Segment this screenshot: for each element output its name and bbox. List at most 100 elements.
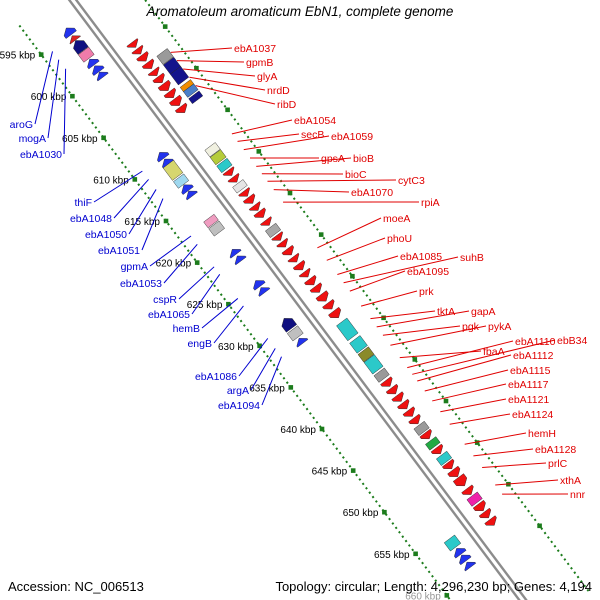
gene-arrow bbox=[168, 94, 182, 106]
gene-glyph bbox=[443, 534, 462, 552]
gene-box bbox=[363, 354, 384, 375]
leader-line-red bbox=[183, 68, 256, 77]
gene-glyph bbox=[298, 267, 311, 278]
ruler-label: 635 kbp bbox=[249, 383, 285, 394]
gene-box bbox=[216, 158, 233, 174]
gene-label-blue: gpmA bbox=[121, 261, 148, 273]
gene-box bbox=[169, 66, 190, 86]
gene-label-blue: mogA bbox=[19, 133, 46, 145]
leader-line-red bbox=[482, 462, 547, 469]
ruler-tick bbox=[225, 107, 230, 113]
gene-arrow bbox=[253, 280, 266, 291]
gene-label-red: rpiA bbox=[421, 197, 440, 209]
ruler-tick bbox=[132, 177, 138, 182]
ruler-tick bbox=[70, 93, 75, 99]
leader-line-blue bbox=[128, 189, 157, 235]
gene-glyph bbox=[162, 159, 184, 181]
page-title: Aromatoleum aromaticum EbN1, complete ge… bbox=[146, 4, 454, 19]
leader-line-red bbox=[231, 119, 293, 135]
gene-glyph bbox=[461, 484, 474, 495]
gene-label-red: ebA1128 bbox=[535, 444, 576, 456]
gene-label-red: ebA1121 bbox=[508, 394, 549, 406]
ruler-label: 630 kbp bbox=[218, 342, 254, 353]
ruler-tick bbox=[350, 468, 356, 473]
gene-label-red: prlC bbox=[548, 458, 568, 470]
gene-label-blue: ebA1051 bbox=[98, 245, 140, 257]
leader-line-blue bbox=[191, 274, 221, 315]
gene-glyph bbox=[281, 318, 298, 333]
gene-glyph bbox=[222, 166, 235, 176]
gene-label-blue: argA bbox=[227, 385, 249, 397]
gene-glyph bbox=[157, 152, 170, 163]
gene-box bbox=[204, 142, 221, 158]
gene-arrow bbox=[459, 554, 472, 566]
gene-arrow bbox=[222, 166, 235, 176]
gene-glyph bbox=[385, 383, 399, 395]
status-bar: Accession: NC_006513 Topology: circular;… bbox=[0, 579, 600, 594]
gene-label-red: ebA1112 bbox=[513, 350, 554, 362]
ruler-label: 655 kbp bbox=[374, 550, 410, 561]
ruler-tick bbox=[194, 65, 199, 71]
gene-glyph bbox=[436, 450, 453, 466]
gene-arrow bbox=[287, 252, 300, 263]
gene-label-blue: ebA1086 bbox=[195, 371, 237, 383]
gene-arrow bbox=[96, 71, 109, 82]
gene-label-red: pykA bbox=[488, 321, 511, 333]
gene-glyph bbox=[413, 420, 430, 436]
gene-arrow bbox=[419, 428, 432, 440]
gene-label-red: glyA bbox=[257, 71, 277, 83]
leader-line-red bbox=[237, 133, 300, 142]
leader-line-red bbox=[417, 354, 512, 382]
gene-glyph bbox=[96, 71, 109, 82]
gene-glyph bbox=[126, 38, 139, 48]
gene-glyph bbox=[408, 413, 421, 425]
gene-glyph bbox=[73, 40, 89, 55]
gene-label-red: gpsA bbox=[321, 153, 345, 165]
gene-box bbox=[162, 159, 184, 181]
gene-box bbox=[349, 335, 368, 354]
ruler-dotted-line-outer bbox=[18, 24, 452, 600]
gene-glyph bbox=[459, 554, 472, 566]
ruler-tick bbox=[444, 593, 450, 598]
gene-glyph bbox=[363, 354, 384, 375]
gene-arrow bbox=[397, 398, 410, 410]
gene-arrow bbox=[147, 66, 160, 76]
gene-glyph bbox=[373, 367, 390, 383]
genome-backbone bbox=[67, 0, 528, 600]
gene-arrow bbox=[296, 338, 309, 348]
leader-line-red bbox=[390, 325, 487, 346]
gene-arrow bbox=[234, 255, 247, 266]
gene-label-red: ebA1070 bbox=[351, 187, 393, 199]
leader-line-red bbox=[170, 47, 233, 53]
gene-label-red: ebA1110 bbox=[515, 336, 556, 348]
gene-glyph bbox=[181, 184, 194, 195]
ruler-tick bbox=[412, 357, 418, 362]
genome-stats-text: Topology: circular; Length: 4,296,230 bp… bbox=[275, 579, 592, 594]
leader-line-red bbox=[195, 85, 276, 105]
gene-box bbox=[208, 220, 225, 237]
ruler-tick bbox=[194, 260, 200, 265]
ruler-tick bbox=[318, 232, 324, 237]
gene-box bbox=[336, 317, 359, 342]
gene-arrow bbox=[63, 27, 77, 39]
gene-label-red: tktA bbox=[437, 306, 455, 318]
gene-box bbox=[413, 420, 430, 436]
gene-arrow bbox=[181, 184, 194, 195]
leader-line-red bbox=[176, 60, 245, 63]
gene-arrow bbox=[131, 44, 144, 55]
gene-glyph bbox=[152, 72, 165, 83]
gene-box bbox=[156, 48, 174, 65]
gene-arrow bbox=[298, 267, 311, 278]
gene-box bbox=[209, 149, 227, 166]
gene-glyph bbox=[232, 179, 248, 194]
gene-box bbox=[436, 450, 453, 466]
gene-label-red: ebA1115 bbox=[510, 365, 551, 377]
gene-arrow bbox=[309, 282, 322, 293]
gene-glyph bbox=[229, 249, 242, 259]
ruler-tick bbox=[287, 190, 293, 196]
gene-label-blue: thiF bbox=[74, 197, 92, 209]
leader-line-red bbox=[343, 256, 459, 284]
gene-glyph bbox=[173, 173, 190, 189]
ruler-label: 610 kbp bbox=[93, 175, 129, 186]
gene-arrow bbox=[152, 72, 165, 83]
